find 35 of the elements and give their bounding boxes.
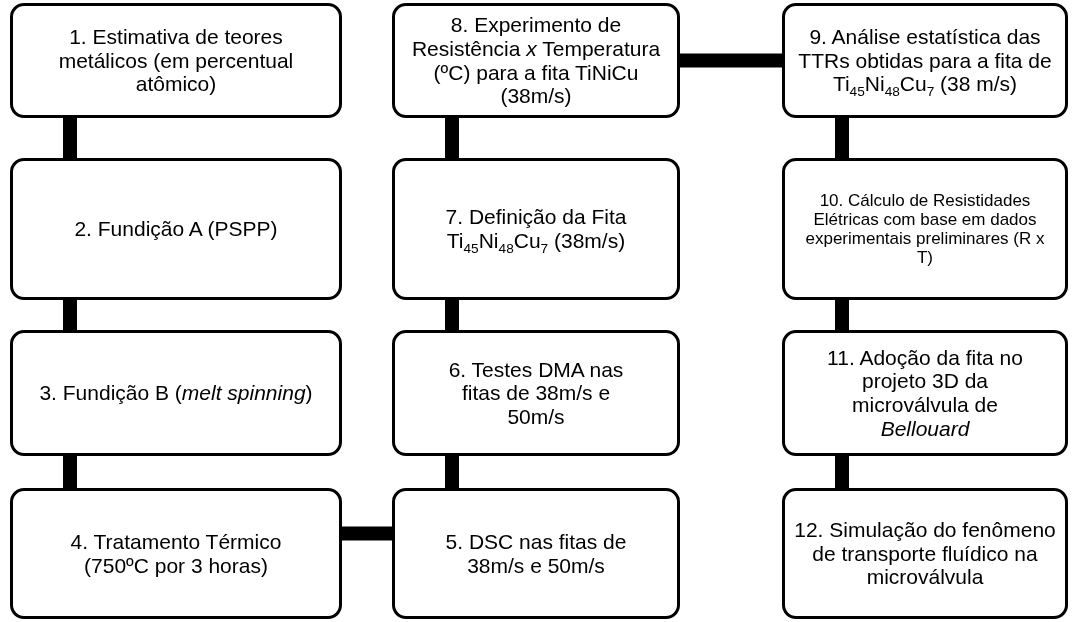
step-text: 11. Adoção da fita no projeto 3D da microválvula de Bellouard <box>826 345 1024 441</box>
connector-bar <box>342 526 392 541</box>
process-box <box>782 158 1068 300</box>
step-text: 4. Tratamento Térmico (750ºC por 3 horas) <box>69 530 283 577</box>
step-text: 9. Análise estatística das TTRs obtidas para a fita de Ti$_{45}$Ni$_{48}$Cu$_{7}$ (38 m/s) <box>797 25 1053 96</box>
process-box <box>782 330 1068 456</box>
step-text: 2. Fundição A (PSPP) <box>74 217 278 241</box>
process-box <box>10 488 342 619</box>
step-text: 10. Cálculo de Resistidades Elétricas com base em dados experimentais preliminares (R x T) <box>804 190 1046 268</box>
step-text: 5. DSC nas fitas de 38m/s e 50m/s <box>444 530 628 577</box>
step-text: 1. Estimativa de teores metálicos (em percentual atômico) <box>57 25 295 96</box>
step-text: 8. Experimento de Resistência x Temperatura (ºC) para a fita TiNiCu (38m/s) <box>410 13 662 108</box>
step-text: 3. Fundição B (melt spinning) <box>39 381 313 405</box>
process-box <box>392 158 680 300</box>
connector-bar <box>445 456 459 488</box>
process-box <box>10 158 342 300</box>
process-box <box>392 330 680 456</box>
connector-bar <box>445 118 459 158</box>
connector-bar <box>835 456 849 488</box>
connector-bar <box>835 300 849 330</box>
step-text: 7. Definição da Fita Ti$_{45}$Ni$_{48}$Cu$_{7}$ (38m/s) <box>444 205 628 253</box>
process-box <box>10 3 342 118</box>
process-box <box>782 488 1068 619</box>
step-text: 12. Simulação do fenômeno de transporte fluídico na microválvula <box>793 518 1057 589</box>
process-box <box>392 488 680 619</box>
process-box <box>10 330 342 456</box>
step-text: 6. Testes DMA nas fitas de 38m/s e 50m/s <box>447 357 625 429</box>
connector-bar <box>680 53 782 68</box>
process-box <box>392 3 680 118</box>
connector-bar <box>63 300 77 330</box>
connector-bar <box>835 118 849 158</box>
connector-bar <box>63 456 77 488</box>
connector-bar <box>63 118 77 158</box>
connector-bar <box>445 300 459 330</box>
process-box <box>782 3 1068 118</box>
